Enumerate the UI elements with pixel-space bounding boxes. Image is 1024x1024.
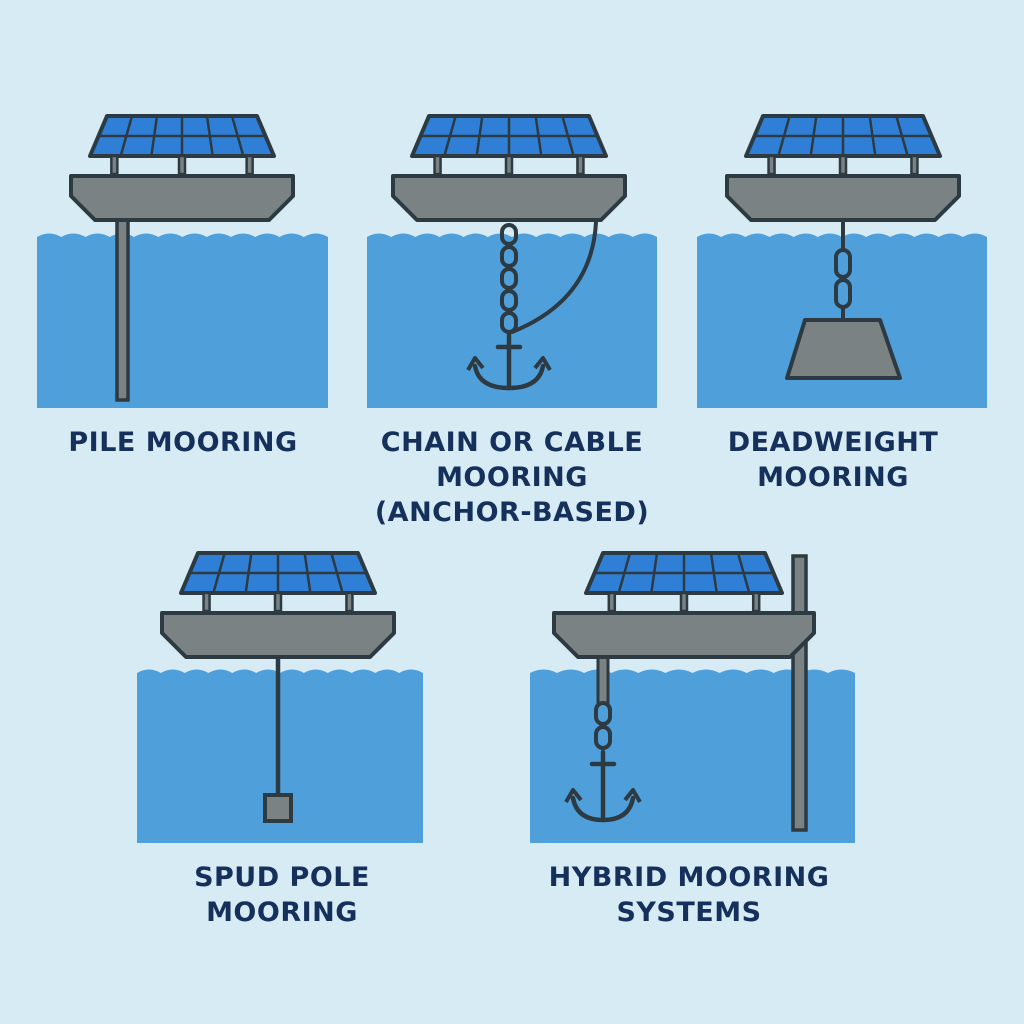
- panel-support: [433, 154, 442, 176]
- panel-chain-mooring: [367, 114, 657, 408]
- panel-support: [838, 154, 848, 176]
- panel-support: [576, 154, 585, 176]
- label-line: CHAIN OR CABLE: [380, 427, 644, 458]
- label-line: MOORING: [436, 462, 588, 493]
- float-hull: [160, 611, 396, 659]
- float-hull: [69, 174, 295, 222]
- panel-spud-pole-mooring: [137, 551, 423, 843]
- anchor-arms: [570, 795, 636, 823]
- chain-link: [500, 311, 518, 334]
- label-line: PILE MOORING: [68, 427, 298, 458]
- label-line: MOORING: [757, 462, 909, 493]
- panel-support: [177, 154, 187, 176]
- panel-support: [110, 154, 119, 176]
- anchor-fluke: [466, 356, 485, 372]
- float-hull: [391, 174, 627, 222]
- chain-link: [834, 248, 852, 279]
- label-spud-pole-mooring: SPUD POLE MOORING: [137, 860, 427, 930]
- label-line: SYSTEMS: [616, 897, 762, 928]
- chain-link: [594, 701, 612, 726]
- float-hull: [725, 174, 961, 222]
- chain-link: [500, 289, 518, 312]
- label-line: (ANCHOR-BASED): [374, 497, 650, 528]
- anchor-fluke: [564, 788, 583, 804]
- label-chain-mooring: CHAIN OR CABLE MOORING (ANCHOR-BASED): [352, 425, 672, 530]
- solar-panel-array: [744, 114, 942, 158]
- concrete-deadweight: [785, 318, 902, 380]
- anchor-icon: [466, 332, 552, 391]
- anchor-fluke: [533, 356, 552, 372]
- chain-link: [500, 245, 518, 268]
- solar-panel-array: [179, 551, 377, 595]
- panel-support: [679, 591, 689, 613]
- panel-support: [345, 591, 354, 613]
- label-line: DEADWEIGHT: [727, 427, 939, 458]
- label-line: HYBRID MOORING: [548, 862, 830, 893]
- label-hybrid-mooring: HYBRID MOORING SYSTEMS: [530, 860, 848, 930]
- float-hull: [552, 611, 816, 659]
- solar-panel-array: [88, 114, 276, 158]
- solar-panel-array: [410, 114, 608, 158]
- panel-support: [245, 154, 254, 176]
- label-pile-mooring: PILE MOORING: [37, 425, 329, 460]
- mooring-cable: [510, 220, 598, 334]
- chain-link: [500, 267, 518, 290]
- anchor-fluke: [623, 788, 642, 804]
- anchor-icon: [564, 749, 642, 823]
- spud-foot: [263, 793, 293, 823]
- anchor-arms: [472, 363, 546, 391]
- panel-support: [767, 154, 776, 176]
- panel-support: [910, 154, 919, 176]
- panel-support: [607, 591, 617, 613]
- panel-support: [504, 154, 514, 176]
- panel-pile-mooring: [37, 114, 328, 408]
- water-area: [367, 233, 657, 408]
- panel-hybrid-mooring: [530, 551, 855, 843]
- pile-post: [115, 208, 130, 402]
- chain-link: [500, 223, 518, 246]
- water-area: [37, 233, 328, 408]
- panel-support: [273, 591, 283, 613]
- solar-panel-array: [584, 551, 784, 595]
- label-line: SPUD POLE: [194, 862, 370, 893]
- chain-link: [594, 725, 612, 750]
- pile-post: [791, 554, 808, 832]
- panel-support: [202, 591, 211, 613]
- panel-deadweight-mooring: [697, 114, 987, 408]
- panel-support: [751, 591, 761, 613]
- chain-rod: [596, 653, 610, 705]
- label-line: MOORING: [206, 897, 358, 928]
- label-deadweight-mooring: DEADWEIGHT MOORING: [697, 425, 969, 495]
